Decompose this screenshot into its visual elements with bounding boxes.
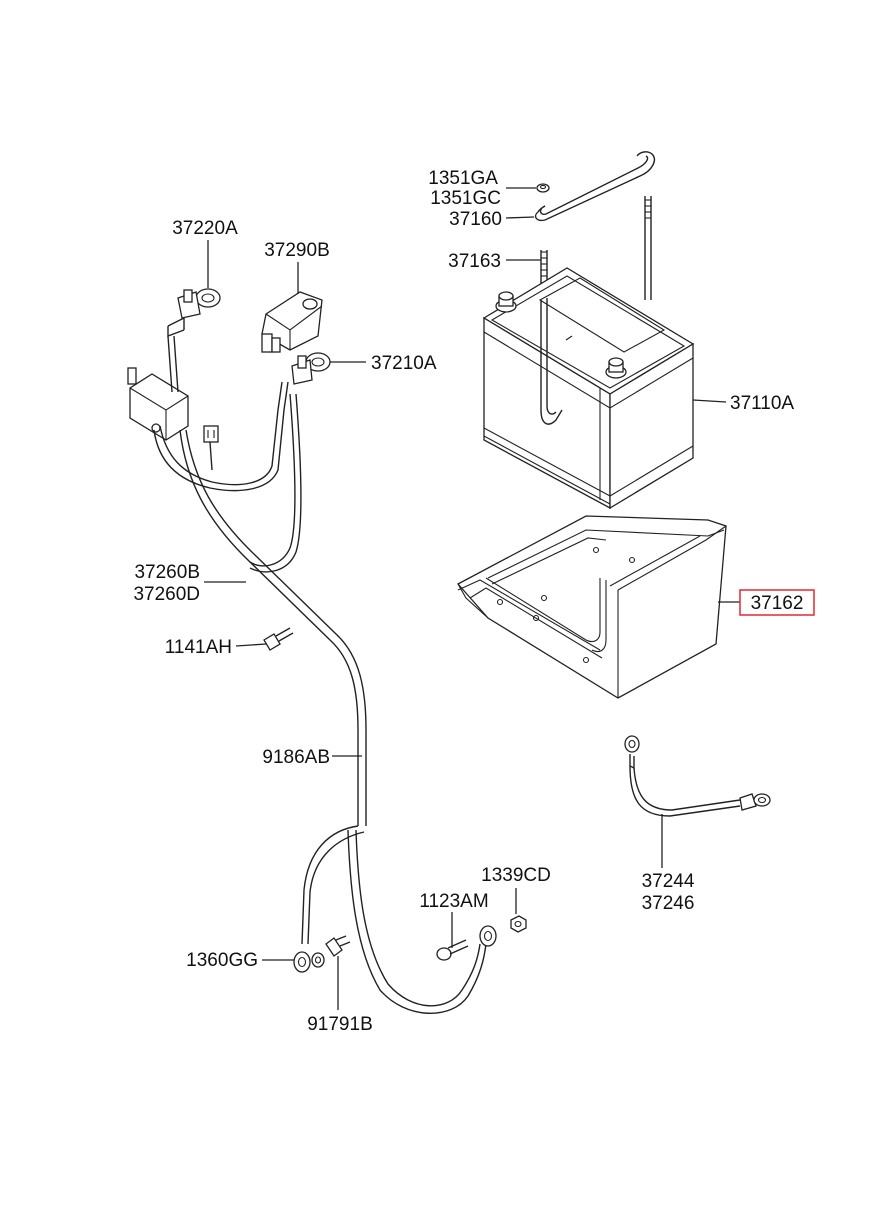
bolt-91791B[interactable] <box>325 935 351 957</box>
battery-cable-harness-37260B[interactable] <box>153 335 487 1014</box>
connector[interactable] <box>203 425 219 443</box>
bolt-1123AM[interactable] <box>436 939 469 961</box>
nut-1351GA[interactable] <box>536 183 550 193</box>
ring-terminal-right[interactable] <box>479 925 497 947</box>
ring-terminal-1360GG[interactable] <box>293 951 325 973</box>
leader-lines <box>204 187 740 1010</box>
highlight-box-37162 <box>739 589 815 616</box>
label-37260B: 37260B <box>134 562 200 583</box>
label-37220A: 37220A <box>172 218 238 239</box>
label-37110A: 37110A <box>730 393 794 414</box>
label-1123AM: 1123AM <box>419 891 488 912</box>
label-37160: 37160 <box>449 209 502 230</box>
terminal-clamp-37210A[interactable] <box>291 352 331 385</box>
hold-down-bar-37160[interactable] <box>534 151 656 222</box>
label-9186AB: 9186AB <box>262 747 330 768</box>
label-37163: 37163 <box>448 251 501 272</box>
label-91791B: 91791B <box>307 1014 373 1035</box>
terminal-clamp-37220A[interactable] <box>167 288 221 338</box>
label-1351GA: 1351GA <box>428 168 498 189</box>
nut-1339CD[interactable] <box>510 915 527 933</box>
label-37246: 37246 <box>642 893 695 914</box>
bolt-1141AH[interactable] <box>263 627 294 651</box>
label-37260D: 37260D <box>133 584 200 605</box>
label-1360GG: 1360GG <box>186 950 258 971</box>
terminal-cover-37290B[interactable] <box>261 291 323 353</box>
label-1141AH: 1141AH <box>165 637 232 658</box>
fuse-box[interactable] <box>127 367 189 441</box>
label-37162[interactable]: 37162 <box>751 593 804 614</box>
ground-cable-37244[interactable] <box>624 735 771 817</box>
battery-37110A[interactable] <box>482 267 695 510</box>
label-37290B: 37290B <box>264 240 330 261</box>
battery-tray-37162[interactable] <box>456 515 727 699</box>
label-1351GC: 1351GC <box>430 188 501 209</box>
label-37244: 37244 <box>642 871 695 892</box>
label-1339CD: 1339CD <box>481 865 551 886</box>
rod-long[interactable] <box>644 196 652 300</box>
label-37210A: 37210A <box>371 353 437 374</box>
